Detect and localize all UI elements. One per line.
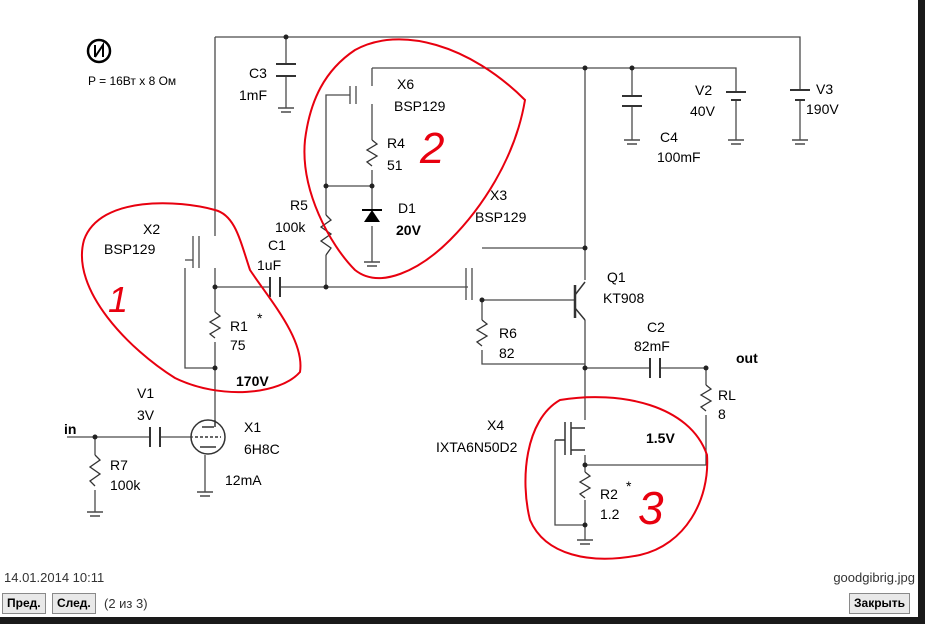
prev-button[interactable]: Пред. (2, 593, 46, 614)
circuit-schematic: P = 16Вт x 8 Ом (64, 34, 840, 560)
label-x4: X4 (487, 417, 504, 433)
label-c2: C2 (647, 319, 665, 335)
label-q1-value: KT908 (603, 290, 644, 306)
label-c3-value: 1mF (239, 87, 267, 103)
annotation-number-3: 3 (638, 482, 664, 534)
annotation-number-1: 1 (108, 279, 128, 320)
label-x2-value: BSP129 (104, 241, 156, 257)
label-c4-value: 100mF (657, 149, 701, 165)
resistor-symbols (88, 139, 713, 499)
vacuum-tube-symbol (190, 419, 226, 455)
copyright-logo (86, 38, 112, 64)
image-filename: goodgibrig.jpg (833, 570, 915, 585)
label-r6-value: 82 (499, 345, 515, 361)
label-d1-value: 20V (396, 222, 422, 238)
label-r5: R5 (290, 197, 308, 213)
mosfet-x4-symbol (555, 422, 585, 455)
image-counter: (2 из 3) (104, 596, 148, 611)
label-r1-value: 75 (230, 337, 246, 353)
transistor-q1-symbol (573, 281, 586, 321)
label-rl-value: 8 (718, 406, 726, 422)
label-v1-value: 3V (137, 407, 155, 423)
label-1.5v: 1.5V (646, 430, 675, 446)
image-date: 14.01.2014 10:11 (4, 570, 105, 585)
label-x6: X6 (397, 76, 414, 92)
label-c4: C4 (660, 129, 678, 145)
zener-diode-symbol (362, 209, 382, 222)
label-v2-value: 40V (690, 103, 716, 119)
label-v3: V3 (816, 81, 833, 97)
label-r4: R4 (387, 135, 405, 151)
label-r1-star: * (257, 310, 263, 326)
label-r7: R7 (110, 457, 128, 473)
label-x4-value: IXTA6N50D2 (436, 439, 518, 455)
label-r4-value: 51 (387, 157, 403, 173)
power-note: P = 16Вт x 8 Ом (88, 74, 176, 88)
label-x3-value: BSP129 (475, 209, 527, 225)
label-x2: X2 (143, 221, 160, 237)
next-button[interactable]: След. (52, 593, 96, 614)
label-c3: C3 (249, 65, 267, 81)
label-170v: 170V (236, 373, 269, 389)
junction-dots (92, 34, 709, 528)
close-button[interactable]: Закрыть (849, 593, 911, 614)
label-12ma: 12mA (225, 472, 262, 488)
label-c1-value: 1uF (257, 257, 281, 273)
label-in: in (64, 421, 76, 437)
label-x3: X3 (490, 187, 507, 203)
label-rl: RL (718, 387, 736, 403)
label-r2: R2 (600, 486, 618, 502)
label-out: out (736, 350, 758, 366)
label-r7-value: 100k (110, 477, 141, 493)
ground-symbols (87, 107, 808, 545)
label-x1: X1 (244, 419, 261, 435)
capacitor-symbols (149, 63, 661, 447)
label-r1: R1 (230, 318, 248, 334)
label-v3-value: 190V (806, 101, 839, 117)
label-r2-star: * (626, 478, 632, 494)
annotation-number-2: 2 (419, 124, 444, 173)
label-v2: V2 (695, 82, 712, 98)
label-r5-value: 100k (275, 219, 306, 235)
label-d1: D1 (398, 200, 416, 216)
window-border-right (918, 0, 925, 624)
label-x1-value: 6H8C (244, 441, 280, 457)
annotation-circles (81, 38, 709, 560)
window-border-bottom (0, 617, 925, 624)
label-r6: R6 (499, 325, 517, 341)
label-x6-value: BSP129 (394, 98, 446, 114)
label-r2-value: 1.2 (600, 506, 620, 522)
label-c1: C1 (268, 237, 286, 253)
label-c2-value: 82mF (634, 338, 670, 354)
label-v1: V1 (137, 385, 154, 401)
label-q1: Q1 (607, 269, 626, 285)
battery-symbols (726, 89, 810, 101)
